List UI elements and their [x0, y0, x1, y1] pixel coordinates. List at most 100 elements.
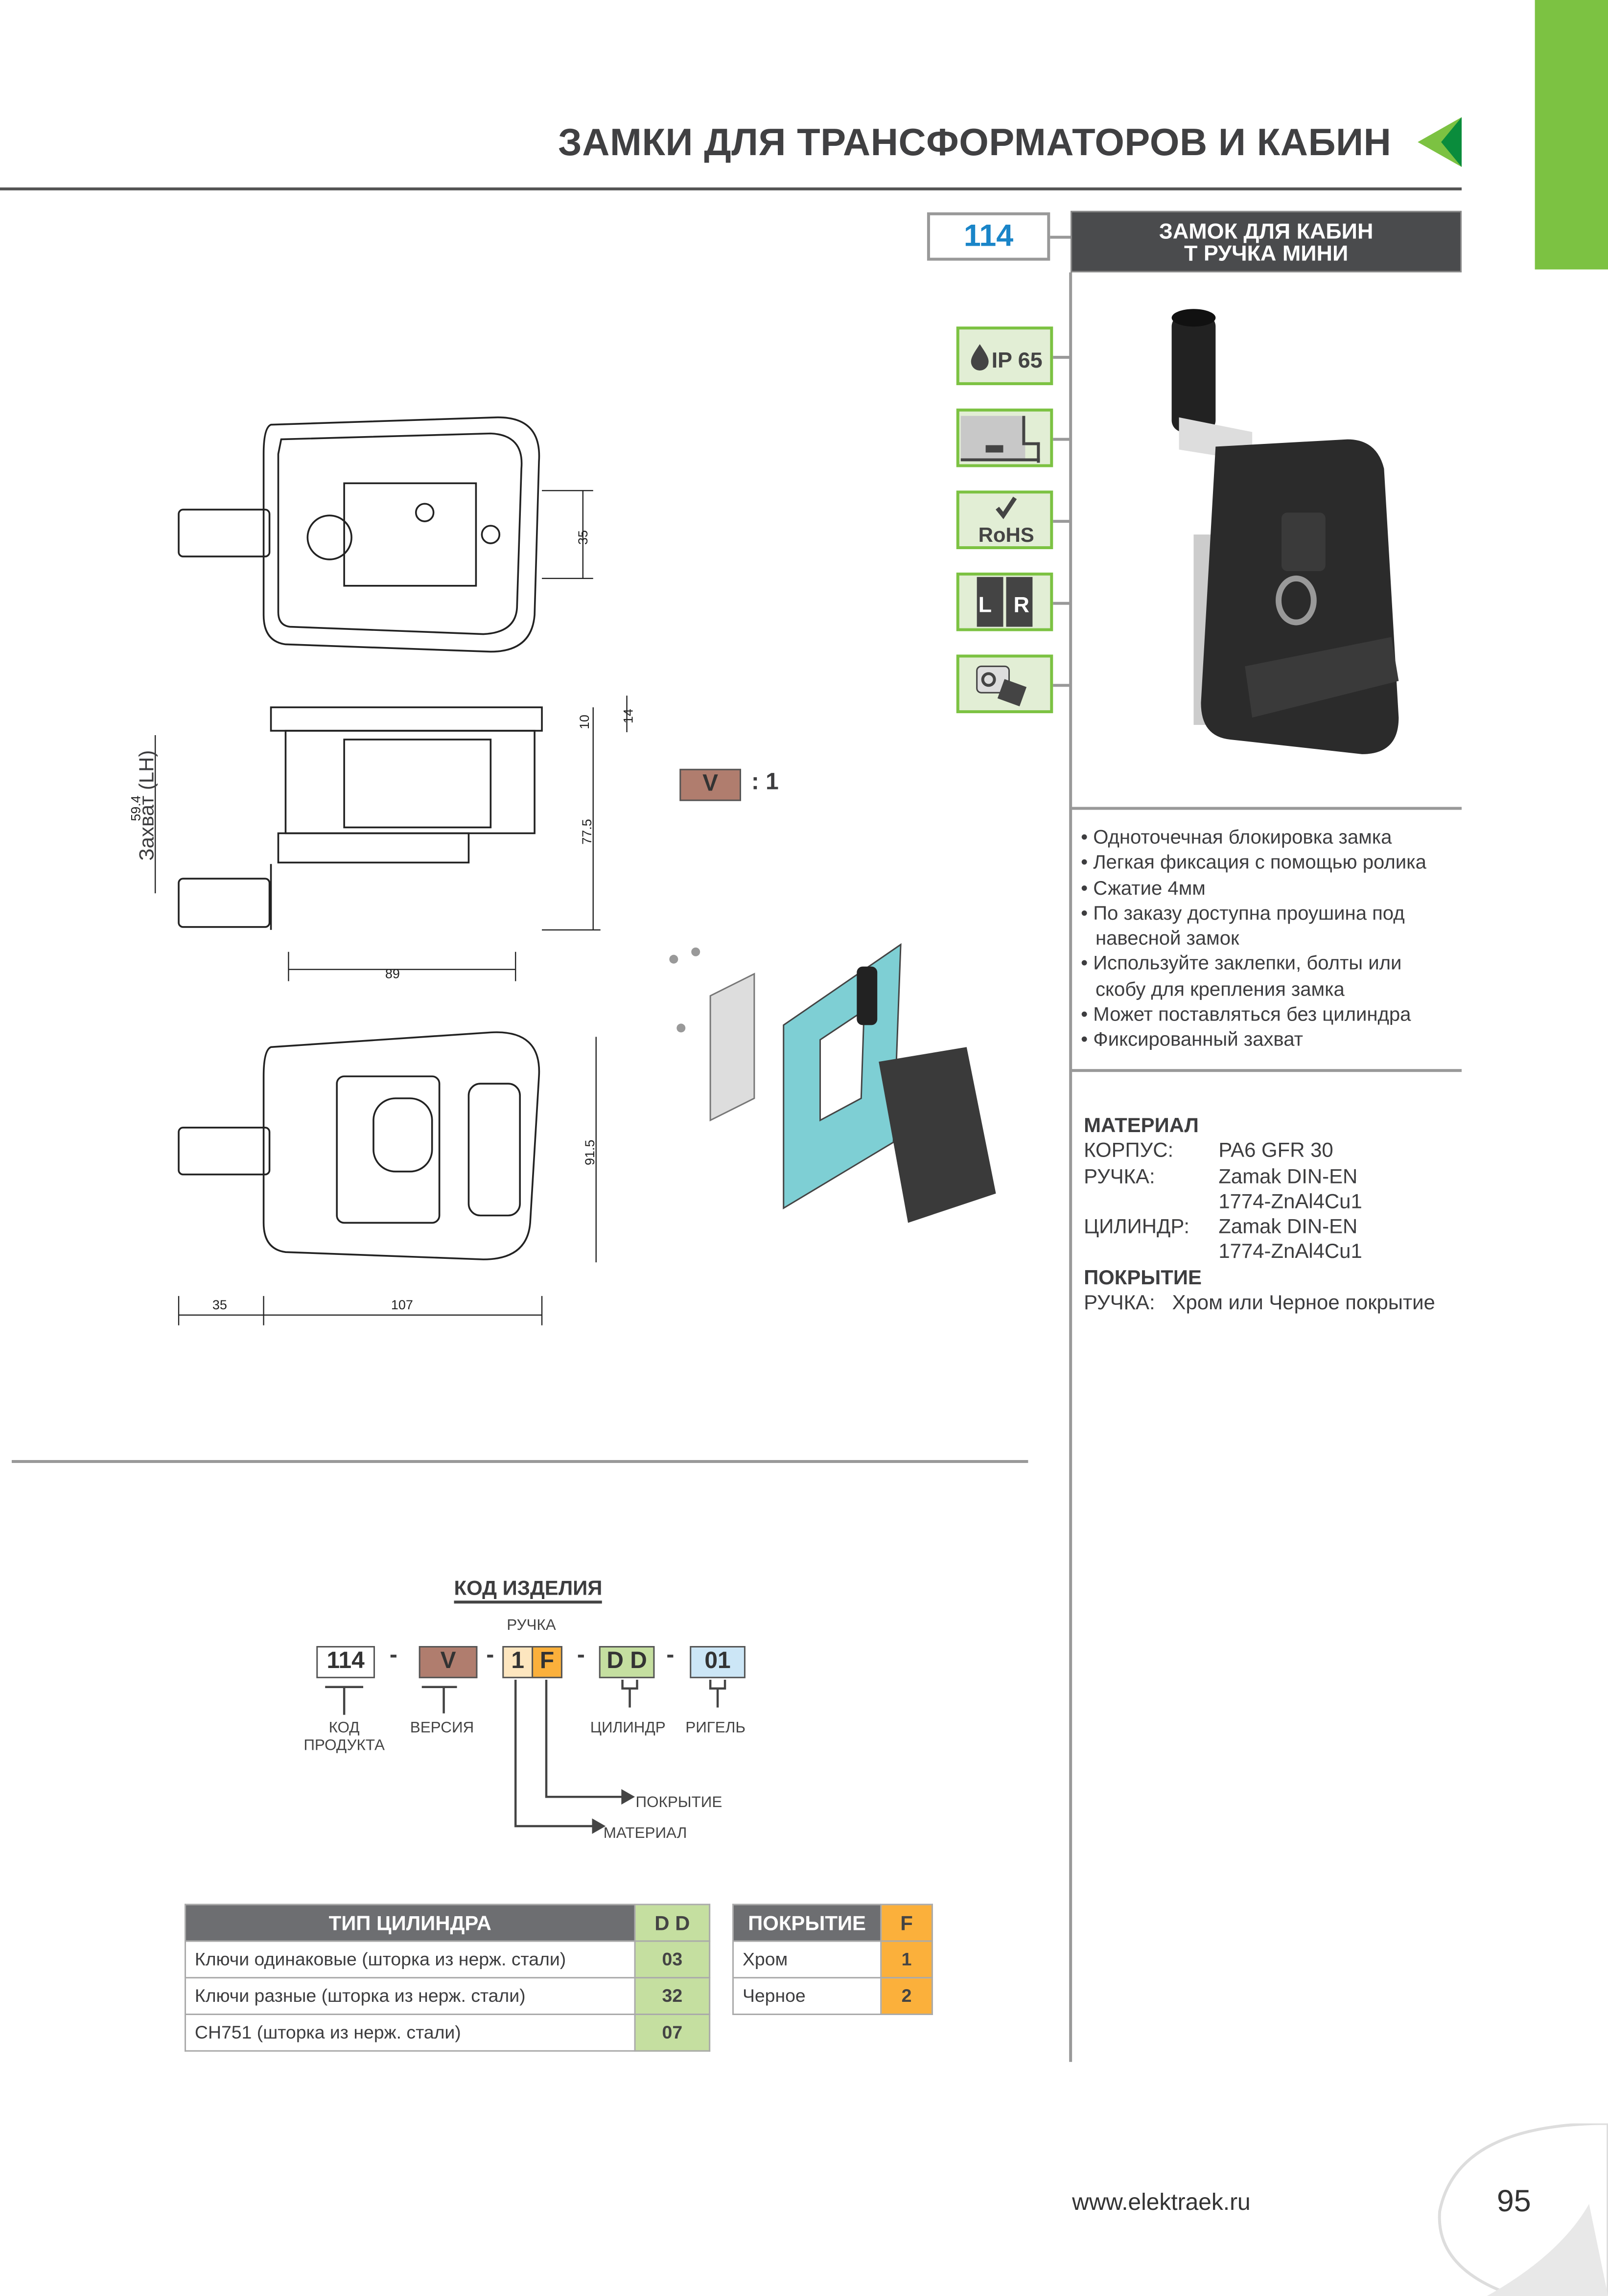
material-value: Zamak DIN-EN 1774-ZnAl4Cu1	[1218, 1214, 1362, 1263]
version-badge: V	[679, 768, 741, 801]
coating-title: ПОКРЫТИЕ	[1084, 1265, 1202, 1289]
mounting-icon	[960, 416, 1040, 463]
divider	[11, 1460, 1028, 1462]
feature-item: • Может поставляться без цилиндра	[1081, 1003, 1411, 1025]
material-key: ЦИЛИНДР:	[1084, 1214, 1190, 1238]
table-header-code: D D	[634, 1903, 711, 1942]
dim-107: 107	[391, 1297, 413, 1312]
feature-item: • По заказу доступна проушина под навесн…	[1081, 902, 1405, 950]
table-header: ТИП ЦИЛИНДРА	[184, 1903, 636, 1942]
coating-value: Хром или Черное покрытие	[1172, 1290, 1435, 1314]
dim-89: 89	[385, 966, 400, 981]
table-row: CH751 (шторка из нерж. стали)07	[184, 2014, 711, 2052]
connector	[1053, 438, 1071, 441]
table-row: Ключи одинаковые (шторка из нерж. стали)…	[184, 1940, 711, 1979]
product-photo	[1171, 309, 1399, 754]
padlock-icon	[976, 665, 1027, 707]
cell-code: 03	[634, 1940, 711, 1979]
dim-77.5: 77.5	[580, 819, 595, 845]
website-link[interactable]: www.elektraek.ru	[1072, 2191, 1251, 2216]
triangle-marker-icon	[1418, 117, 1462, 167]
mounting-badge	[956, 408, 1053, 467]
label-version: ВЕРСИЯ	[410, 1719, 474, 1737]
svg-text:IP 65: IP 65	[992, 348, 1043, 372]
code-material: 1	[502, 1646, 534, 1678]
rohs-icon: RoHS	[979, 496, 1034, 546]
product-name-line2: Т РУЧКА МИНИ	[1184, 241, 1349, 267]
dash: -	[389, 1643, 397, 1668]
dim-14: 14	[621, 709, 636, 724]
column-divider	[1069, 272, 1072, 2062]
code-connectors	[325, 1679, 726, 1834]
label-coating: ПОКРЫТИЕ	[635, 1794, 722, 1812]
feature-item: • Сжатие 4мм	[1081, 876, 1206, 899]
cell-code: 1	[880, 1940, 933, 1979]
code-coating: F	[532, 1646, 562, 1678]
dim-35-bottom: 35	[212, 1297, 227, 1312]
exploded-view	[669, 943, 996, 1223]
code-cylinder: D D	[599, 1646, 655, 1678]
ip65-icon: IP 65	[971, 344, 1043, 372]
cell-code: 2	[880, 1977, 933, 2015]
padlock-badge	[956, 654, 1053, 714]
label-cylinder: ЦИЛИНДР	[590, 1719, 666, 1737]
connector	[1053, 520, 1071, 522]
grip-label: Захват (LH)	[134, 750, 158, 861]
table-header: ПОКРЫТИЕ	[732, 1903, 882, 1942]
divider	[1071, 807, 1462, 810]
cell-label: Хром	[732, 1940, 882, 1979]
table-header-code: F	[880, 1903, 933, 1942]
feature-item: • Используйте заклепки, болты или скобу …	[1081, 952, 1402, 1000]
product-name-line1: ЗАМОК ДЛЯ КАБИН	[1159, 219, 1374, 245]
ip65-badge: IP 65	[956, 326, 1053, 385]
features-list: • Одноточечная блокировка замка • Легкая…	[1081, 824, 1454, 1052]
connector	[1053, 356, 1071, 358]
cell-label: Черное	[732, 1977, 882, 2015]
coating-key: РУЧКА:	[1084, 1290, 1155, 1314]
dash: -	[666, 1643, 675, 1668]
material-value: Zamak DIN-EN 1774-ZnAl4Cu1	[1218, 1163, 1362, 1213]
material-section: МАТЕРИАЛ КОРПУС: PA6 GFR 30 РУЧКА: Zamak D…	[1084, 1113, 1435, 1316]
cell-label: Ключи разные (шторка из нерж. стали)	[184, 1977, 636, 2015]
label-bolt: РИГЕЛЬ	[685, 1719, 746, 1737]
cell-label: CH751 (шторка из нерж. стали)	[184, 2014, 636, 2052]
header-rule	[0, 187, 1462, 190]
feature-item: • Фиксированный захват	[1081, 1028, 1304, 1051]
table-row: Ключи разные (шторка из нерж. стали)32	[184, 1977, 711, 2015]
version-scale: : 1	[751, 770, 779, 795]
page-title: ЗАМКИ ДЛЯ ТРАНСФОРМАТОРОВ И КАБИН	[558, 120, 1392, 164]
divider	[1071, 1069, 1462, 1071]
dash: -	[577, 1643, 585, 1668]
material-key: КОРПУС:	[1084, 1138, 1174, 1162]
product-code: 114	[927, 212, 1050, 261]
svg-text:RoHS: RoHS	[979, 523, 1034, 546]
code-version: V	[419, 1646, 478, 1678]
material-title: МАТЕРИАЛ	[1084, 1113, 1199, 1136]
feature-item: • Легкая фиксация с помощью ролика	[1081, 851, 1426, 874]
cell-label: Ключи одинаковые (шторка из нерж. стали)	[184, 1940, 636, 1979]
label-material: МАТЕРИАЛ	[603, 1825, 687, 1842]
page-corner	[1438, 2123, 1608, 2296]
dash: -	[486, 1643, 494, 1668]
feature-item: • Одноточечная блокировка замка	[1081, 826, 1392, 848]
dim-91.5: 91.5	[583, 1139, 598, 1165]
cell-code: 07	[634, 2014, 711, 2052]
handle-label: РУЧКА	[507, 1617, 556, 1635]
page-number: 95	[1496, 2185, 1531, 2219]
connector	[1053, 602, 1071, 604]
svg-text:L: L	[979, 592, 992, 617]
dim-35: 35	[575, 530, 590, 545]
material-value: PA6 GFR 30	[1218, 1138, 1333, 1162]
svg-text:R: R	[1013, 592, 1029, 617]
technical-drawing	[154, 416, 628, 1325]
material-key: РУЧКА:	[1084, 1163, 1155, 1187]
rohs-badge: RoHS	[956, 490, 1053, 549]
dim-10: 10	[577, 715, 592, 730]
